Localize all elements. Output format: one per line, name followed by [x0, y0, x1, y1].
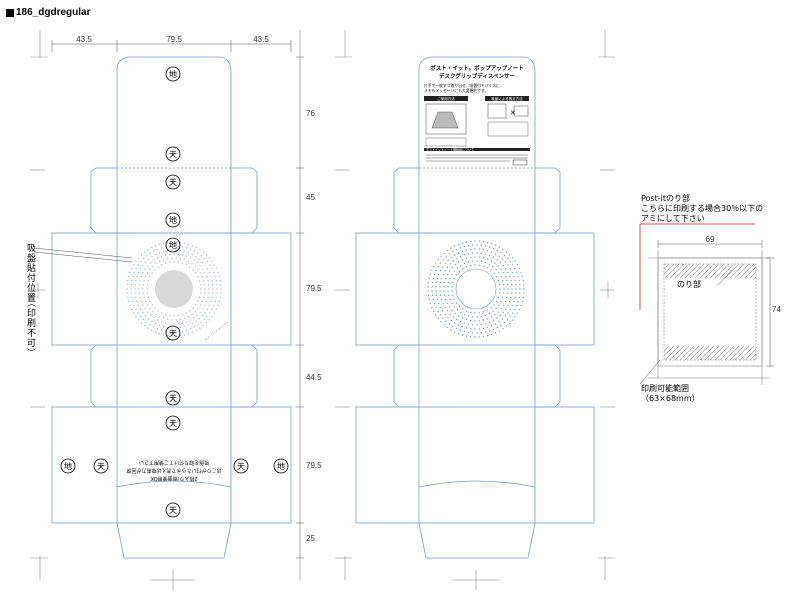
no-print-label: （印刷不可） [25, 298, 35, 358]
svg-text:地: 地 [169, 69, 177, 79]
svg-text:天: 天 [237, 462, 245, 471]
kanji-heaven-1: 天 [165, 146, 181, 162]
dim-right-4: 44.5 [306, 373, 322, 382]
bottom-flap [116, 522, 232, 559]
dim-top-left: 43.5 [76, 35, 92, 44]
crop-marks-left [30, 30, 301, 590]
dim-width: 69 [706, 235, 715, 244]
kanji-heaven-side-left: 天 [93, 458, 109, 474]
product-label: ポスト・イット。ポップアップノート デスクグリップディスペンサー 片手で一枚ずつ… [424, 64, 530, 166]
center-dieline: ポスト・イット。ポップアップノート デスクグリップディスペンサー 片手で一枚ずつ… [355, 56, 595, 559]
top-flap [116, 56, 232, 168]
dim-right-2: 45 [306, 193, 315, 202]
svg-text:天: 天 [169, 329, 177, 338]
svg-text:片手で一枚ずつ取り出せ、吸盤付ドバイスに: 片手で一枚ずつ取り出せ、吸盤付ドバイスに [424, 83, 500, 88]
print-area [663, 263, 757, 361]
suction-cup-area [155, 270, 193, 308]
svg-text:天: 天 [169, 394, 177, 403]
dim-right-3: 79.5 [306, 284, 322, 293]
svg-text:デスクグリップディスペンサー: デスクグリップディスペンサー [439, 72, 516, 80]
kanji-heaven-2: 天 [165, 174, 181, 190]
svg-text:✕: ✕ [510, 109, 516, 117]
kanji-earth-side-left: 地 [60, 458, 76, 474]
kanji-earth-3: 地 [165, 237, 181, 253]
tab-left-1 [90, 167, 117, 234]
dim-top-center: 79.5 [166, 35, 182, 44]
postit-note-title: Post-itのり部 [641, 194, 690, 203]
tab-right-1 [231, 167, 258, 234]
svg-text:ご使用方法: ご使用方法 [437, 96, 455, 101]
svg-text:地: 地 [169, 240, 177, 250]
glue-label: のり部 [676, 280, 702, 290]
kanji-heaven-6: 天 [165, 502, 181, 518]
square-bullet-icon [6, 8, 14, 17]
glue-hatch-top [663, 263, 757, 279]
svg-text:吸盤を取り付けてご使用下さい: 吸盤を取り付けてご使用下さい [139, 459, 209, 466]
dim-height: 74 [772, 305, 781, 314]
dim-top-right: 43.5 [253, 35, 269, 44]
svg-text:天: 天 [169, 150, 177, 159]
bottom-panel [51, 406, 292, 524]
svg-text:地: 地 [64, 461, 72, 471]
svg-text:天: 天 [97, 462, 105, 471]
kanji-heaven-3: 天 [165, 325, 181, 341]
svg-text:メモもメッセージにも大変便利です。: メモもメッセージにも大変便利です。 [424, 88, 488, 93]
svg-text:天: 天 [169, 178, 177, 187]
kanji-earth-side-right: 地 [273, 458, 289, 474]
dot-ring-left [126, 241, 222, 337]
dim-right-6: 25 [306, 534, 315, 543]
svg-text:ポスト・イット。ポップアップノート: ポスト・イット。ポップアップノート [430, 64, 523, 72]
svg-text:2枚入り/両面使用OK: 2枚入り/両面使用OK [150, 475, 198, 482]
svg-text:ほこりが付いたら水で洗えば吸着力が回復: ほこりが付いたら水で洗えば吸着力が回復 [126, 467, 221, 474]
left-dieline: 地 天 天 地 地 天 天 天 地 天 天 地 天 2枚入り/両面使用OK ほこ… [33, 35, 322, 559]
dim-right-5: 79.5 [306, 461, 322, 470]
dim-right-1: 76 [306, 109, 315, 118]
sheet-title: 186_dgdregular [16, 7, 91, 18]
inverted-instructions: 2枚入り/両面使用OK ほこりが付いたら水で洗えば吸着力が回復 吸盤を取り付けて… [126, 459, 221, 482]
crop-marks-center [335, 30, 615, 590]
kanji-earth-2: 地 [165, 212, 181, 228]
print-area-size: （63×68mm） [641, 394, 700, 403]
kanji-heaven-side-right: 天 [233, 458, 249, 474]
dot-ring-center [427, 240, 525, 338]
suction-position-label: 吸盤貼付位置 [25, 243, 35, 303]
kanji-heaven-5: 天 [165, 415, 181, 431]
svg-text:吸盤による固定方法: 吸盤による固定方法 [491, 96, 523, 101]
svg-text:天: 天 [169, 506, 177, 515]
print-area-label: 印刷可能範囲 [641, 384, 689, 393]
postit-note-line2: こちらに印刷する場合30％以下の [641, 204, 764, 213]
glue-hatch-bottom [663, 345, 757, 361]
kanji-earth-1: 地 [165, 66, 181, 82]
main-panel [51, 232, 292, 346]
postit-note-line3: アミにして下さい [641, 214, 705, 223]
kanji-heaven-4: 天 [165, 390, 181, 406]
svg-text:ポストイットノート補給品について: ポストイットノート補給品について [426, 147, 474, 152]
right-detail: 69 74 [639, 223, 781, 385]
svg-text:地: 地 [277, 461, 285, 471]
svg-text:地: 地 [169, 215, 177, 225]
postit-pad [657, 257, 763, 367]
header-title: 186_dgdregular [6, 7, 90, 18]
svg-text:天: 天 [169, 419, 177, 428]
